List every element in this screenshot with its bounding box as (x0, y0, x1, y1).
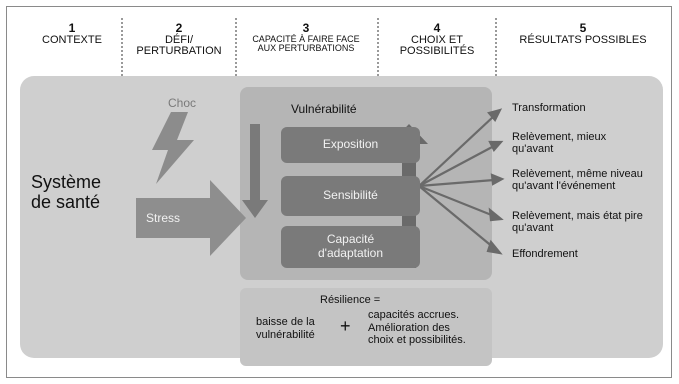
health-system-line2: de santé (31, 192, 101, 213)
column-3-header: 3 CAPACITÉ À FAIRE FACE AUX PERTURBATION… (236, 22, 376, 53)
outcome-line: Relèvement, mieux (512, 131, 607, 143)
column-3-number: 3 (302, 21, 310, 35)
resilience-left-line2: vulnérabilité (256, 328, 315, 341)
outcome-arrow (418, 184, 495, 218)
column-4-label-line1: CHOIX ET (411, 33, 463, 46)
outcome-arrowhead (487, 108, 503, 122)
outcome-better-recovery: Relèvement, mieux qu'avant (512, 131, 606, 155)
column-separator (121, 18, 123, 76)
column-3-label-line1: CAPACITÉ À FAIRE FACE (252, 33, 360, 44)
vulnerability-title: Vulnérabilité (291, 102, 357, 116)
outcome-line: Transformation (512, 102, 586, 114)
column-2-header: 2 DÉFI/ PERTURBATION (122, 22, 236, 58)
exposure-label: Exposition (322, 137, 379, 152)
outcome-line: Relèvement, mais état pire (512, 210, 643, 222)
vulnerability-down-arrow (242, 124, 268, 218)
resilience-right-line2: Amélioration des (368, 321, 450, 334)
column-2-label-line2: PERTURBATION (136, 45, 222, 58)
resilience-right-line1: capacités accrues. (368, 309, 460, 321)
outcome-arrowhead (488, 140, 504, 152)
outcome-line: qu'avant (512, 222, 554, 235)
column-4-label-line2: POSSIBILITÉS (399, 45, 475, 58)
column-1-header: 1 CONTEXTE (22, 22, 122, 46)
column-3-label-line2: AUX PERTURBATIONS (257, 43, 355, 54)
adaptive-capacity-line2: d'adaptation (317, 246, 383, 260)
outcome-arrowhead (490, 173, 505, 186)
stress-label: Stress (146, 211, 181, 225)
shock-label: Choc (168, 96, 197, 110)
resilience-right-line3: choix et possibilités. (368, 334, 466, 347)
outcome-collapse: Effondrement (512, 248, 578, 260)
outcome-arrow (418, 145, 495, 187)
outcome-arrowhead (488, 207, 504, 222)
outcome-transformation: Transformation (512, 102, 586, 114)
column-5-header: 5 RÉSULTATS POSSIBLES (496, 22, 670, 46)
outcome-line: Effondrement (512, 248, 578, 260)
lightning-bolt-icon (152, 112, 194, 184)
outcome-line: qu'avant (512, 143, 554, 156)
sensitivity-box: Sensibilité (281, 176, 420, 216)
exposure-box: Exposition (281, 127, 420, 163)
column-4-number: 4 (433, 21, 441, 35)
resilience-left-text: baisse de la vulnérabilité (256, 316, 315, 341)
outcome-line: qu'avant l'événement (512, 180, 616, 193)
health-system-line1: Système (31, 172, 102, 192)
column-separator (495, 18, 497, 76)
adaptive-capacity-line1: Capacité (326, 232, 375, 247)
column-5-number: 5 (579, 21, 587, 35)
resilience-title: Résilience = (320, 294, 381, 306)
column-1-number: 1 (68, 21, 76, 35)
outcome-arrow (418, 115, 495, 187)
column-5-label: RÉSULTATS POSSIBLES (519, 33, 647, 46)
resilience-right-text: capacités accrues. Amélioration des choi… (368, 309, 466, 347)
column-2-number: 2 (175, 21, 183, 35)
column-separator (235, 18, 237, 76)
column-separator (377, 18, 379, 76)
stress-arrow (136, 180, 246, 256)
resilience-plus: + (340, 316, 351, 336)
column-4-header: 4 CHOIX ET POSSIBILITÉS (378, 22, 496, 58)
resilience-left-line1: baisse de la (256, 316, 315, 328)
outcome-line: Relèvement, même niveau (512, 168, 643, 180)
outcome-same-level-recovery: Relèvement, même niveau qu'avant l'événe… (512, 168, 643, 192)
column-2-label-line1: DÉFI/ (164, 33, 194, 46)
health-system-label: Système de santé (31, 172, 101, 212)
outcome-arrowhead (486, 239, 503, 255)
outcome-worse-recovery: Relèvement, mais état pire qu'avant (512, 210, 643, 234)
sensitivity-label: Sensibilité (323, 188, 378, 203)
resilience-panel (240, 288, 492, 366)
column-1-label: CONTEXTE (42, 33, 102, 46)
outcome-arrow (418, 185, 495, 249)
outcome-arrow (418, 178, 495, 188)
adaptive-capacity-box: Capacité d'adaptation (281, 226, 420, 268)
